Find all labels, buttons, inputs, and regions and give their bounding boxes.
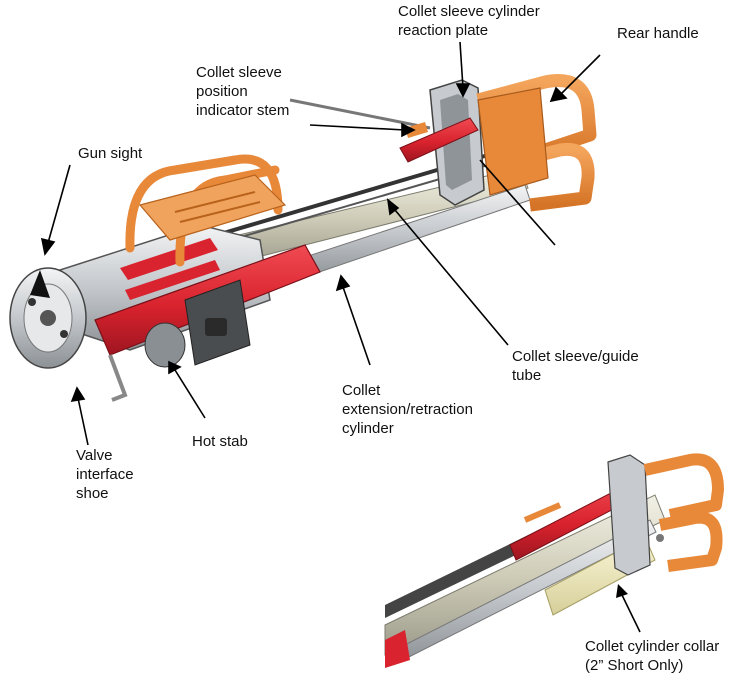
inset-handle: [643, 453, 724, 572]
label-guide-tube: Collet sleeve/guide tube: [512, 348, 639, 384]
top-handle-deck: [138, 174, 287, 241]
reaction-plate: [429, 79, 485, 206]
rear-handle-bracket: [477, 87, 549, 196]
label-indicator-stem: Collet sleeve position indicator stem: [196, 64, 290, 119]
label-interface-shoe: Valve interface shoe: [76, 447, 134, 502]
rear-handle: [476, 74, 597, 212]
gun-sight: [30, 270, 50, 298]
inset-detail: [384, 453, 724, 668]
rear-red-cylinder: [399, 117, 479, 163]
main-tool: [9, 74, 597, 402]
indicator-stem-tip: [405, 122, 428, 138]
valve-interface-shoe: [9, 267, 128, 402]
hot-stab: [144, 279, 251, 368]
label-cylinder-collar: Collet cylinder collar (2” Short Only): [585, 638, 720, 674]
label-hot-stab: Hot stab: [192, 433, 248, 450]
indicator-stem: [289, 98, 431, 130]
inset-plate: [607, 454, 651, 576]
label-extension-cylinder: Collet extension/retraction cylinder: [342, 382, 473, 437]
label-gun-sight: Gun sight: [78, 145, 143, 162]
label-reaction-plate: Collet sleeve cylinder reaction plate: [398, 3, 540, 39]
label-rear-handle: Rear handle: [617, 25, 699, 42]
leader-lines: [40, 41, 601, 446]
top-handle-slots: [174, 191, 261, 223]
